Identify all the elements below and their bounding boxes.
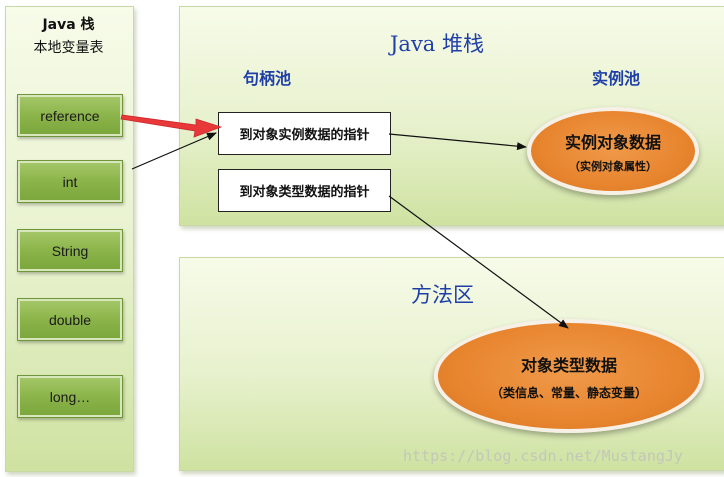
instance-data-label: 实例对象数据	[564, 132, 661, 152]
instance-pool-title: 实例池	[592, 69, 641, 88]
local-variable-table-title: 本地变量表	[33, 40, 104, 56]
type-data-label: 对象类型数据	[520, 355, 617, 375]
pointer-to-instance-data-label: 到对象实例数据的指针	[239, 128, 370, 143]
pointer-to-type-data-box: 到对象类型数据的指针	[218, 169, 391, 212]
type-data-detail-label: （类信息、常量、静态变量）	[490, 385, 647, 400]
stack-title: Java 栈	[42, 17, 95, 33]
stack-item-int: int	[17, 160, 123, 203]
handle-pool-title: 句柄池	[243, 69, 292, 88]
int-to-pointer-arrow	[131, 132, 217, 170]
pointer-to-type-arrow	[388, 195, 569, 329]
type-data-ellipse: 对象类型数据 （类信息、常量、静态变量）	[434, 319, 704, 433]
stack-item-string: String	[17, 229, 123, 272]
pointer-to-type-data-label: 到对象类型数据的指针	[239, 185, 370, 200]
stack-item-long: long…	[17, 375, 123, 418]
instance-data-ellipse: 实例对象数据 （实例对象属性）	[527, 107, 699, 195]
heap-title: Java 堆栈	[390, 32, 484, 56]
pointer-to-instance-arrow	[388, 133, 527, 151]
red-reference-arrow	[120, 114, 223, 138]
watermark: https://blog.csdn.net/MustangJy	[403, 447, 683, 465]
stack-item-reference: reference	[17, 94, 123, 137]
stack-item-double: double	[17, 298, 123, 341]
method-area-title: 方法区	[411, 283, 474, 307]
pointer-to-instance-data-box: 到对象实例数据的指针	[218, 112, 391, 155]
instance-attributes-label: （实例对象属性）	[569, 159, 657, 173]
